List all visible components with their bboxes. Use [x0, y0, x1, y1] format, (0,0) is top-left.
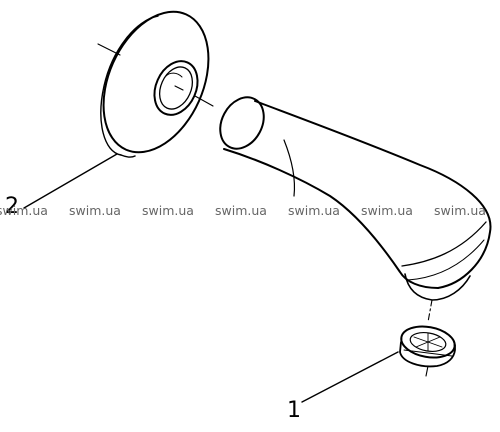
watermark-text: swim.ua: [361, 203, 413, 218]
wall-flange: [100, 10, 210, 158]
leader-line-1: [301, 351, 399, 403]
leader-line-2: [23, 153, 118, 209]
callout-number-2: 2: [5, 194, 19, 219]
watermark-text: swim.ua: [69, 203, 121, 218]
watermark-text: swim.ua: [288, 203, 340, 218]
shower-arm: [219, 96, 492, 301]
aerator-insert: [399, 299, 456, 377]
watermark-text: swim.ua: [434, 203, 486, 218]
watermark-text: swim.ua: [0, 203, 48, 218]
callout-number-1: 1: [287, 398, 301, 423]
watermark-text: swim.ua: [142, 203, 194, 218]
watermark-text: swim.ua: [215, 203, 267, 218]
